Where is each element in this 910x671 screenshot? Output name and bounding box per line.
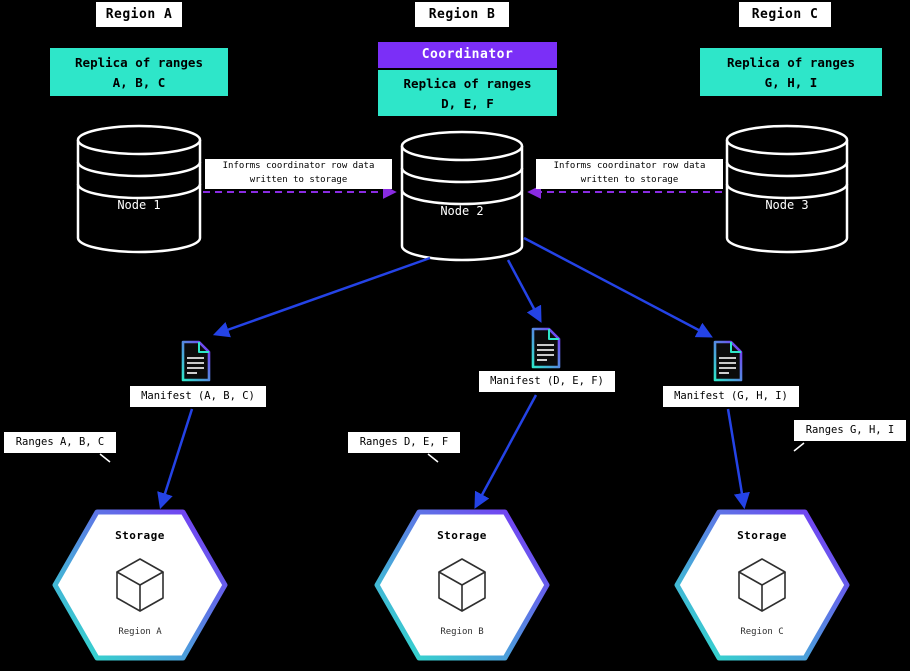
arrow-node2-to-manifest-c: [523, 236, 713, 338]
node-2-cylinder: [400, 130, 524, 262]
manifest-b-label: Manifest (D, E, F): [479, 371, 615, 392]
region-b-label: Region B: [415, 2, 509, 27]
informs-left-line1: Informs coordinator row data: [222, 161, 375, 171]
region-c-label: Region C: [739, 2, 831, 27]
manifest-c-label: Manifest (G, H, I): [663, 386, 799, 407]
storage-a-title: Storage: [115, 529, 165, 542]
replica-b-line1: Replica of ranges: [403, 75, 532, 91]
ranges-c-label: Ranges G, H, I: [794, 420, 906, 441]
informs-right-line2: written to storage: [580, 174, 679, 185]
informs-label-left: Informs coordinator row data written to …: [205, 159, 392, 189]
replica-c-line2: G, H, I: [764, 74, 818, 90]
leader-line-ranges-c: [793, 442, 805, 452]
arrow-node2-to-manifest-a: [212, 256, 431, 338]
replica-b-line2: D, E, F: [441, 95, 494, 111]
manifest-a-label: Manifest (A, B, C): [130, 386, 266, 407]
replica-c-line1: Replica of ranges: [727, 54, 855, 70]
node-3-label: Node 3: [765, 198, 809, 212]
storage-b-title: Storage: [437, 529, 487, 542]
storage-b-region: Region B: [440, 627, 484, 637]
storage-c-region: Region C: [740, 627, 784, 637]
arrow-manifest-a-to-storage-a: [157, 408, 194, 510]
arrow-manifest-b-to-storage-b: [474, 394, 538, 509]
ranges-a-label: Ranges A, B, C: [4, 432, 116, 453]
replica-ranges-a: Replica of ranges A, B, C: [50, 48, 228, 96]
replica-ranges-c: Replica of ranges G, H, I: [700, 48, 882, 96]
node-2-label: Node 2: [440, 204, 484, 218]
leader-line-ranges-a: [99, 453, 111, 463]
node-3-cylinder: [725, 124, 849, 254]
coordinator-badge: Coordinator: [378, 42, 557, 68]
arrow-node2-to-manifest-b: [506, 259, 542, 323]
replica-a-line2: A, B, C: [112, 74, 166, 90]
replica-ranges-b: Replica of ranges D, E, F: [378, 70, 557, 116]
manifest-c-document-icon: [713, 340, 743, 382]
node-1-cylinder: [76, 124, 202, 254]
leader-line-ranges-b: [427, 453, 439, 463]
manifest-b-document-icon: [531, 327, 561, 369]
arrow-manifest-c-to-storage-c: [726, 408, 750, 510]
ranges-b-label: Ranges D, E, F: [348, 432, 460, 453]
storage-a-region: Region A: [118, 627, 162, 637]
informs-right-line1: Informs coordinator row data: [553, 161, 706, 171]
informs-label-right: Informs coordinator row data written to …: [536, 159, 723, 189]
informs-left-line2: written to storage: [249, 174, 348, 185]
node-1-label: Node 1: [117, 198, 161, 212]
manifest-a-document-icon: [181, 340, 211, 382]
replica-a-line1: Replica of ranges: [75, 54, 203, 70]
region-a-label: Region A: [96, 2, 182, 27]
storage-c-title: Storage: [737, 529, 787, 542]
